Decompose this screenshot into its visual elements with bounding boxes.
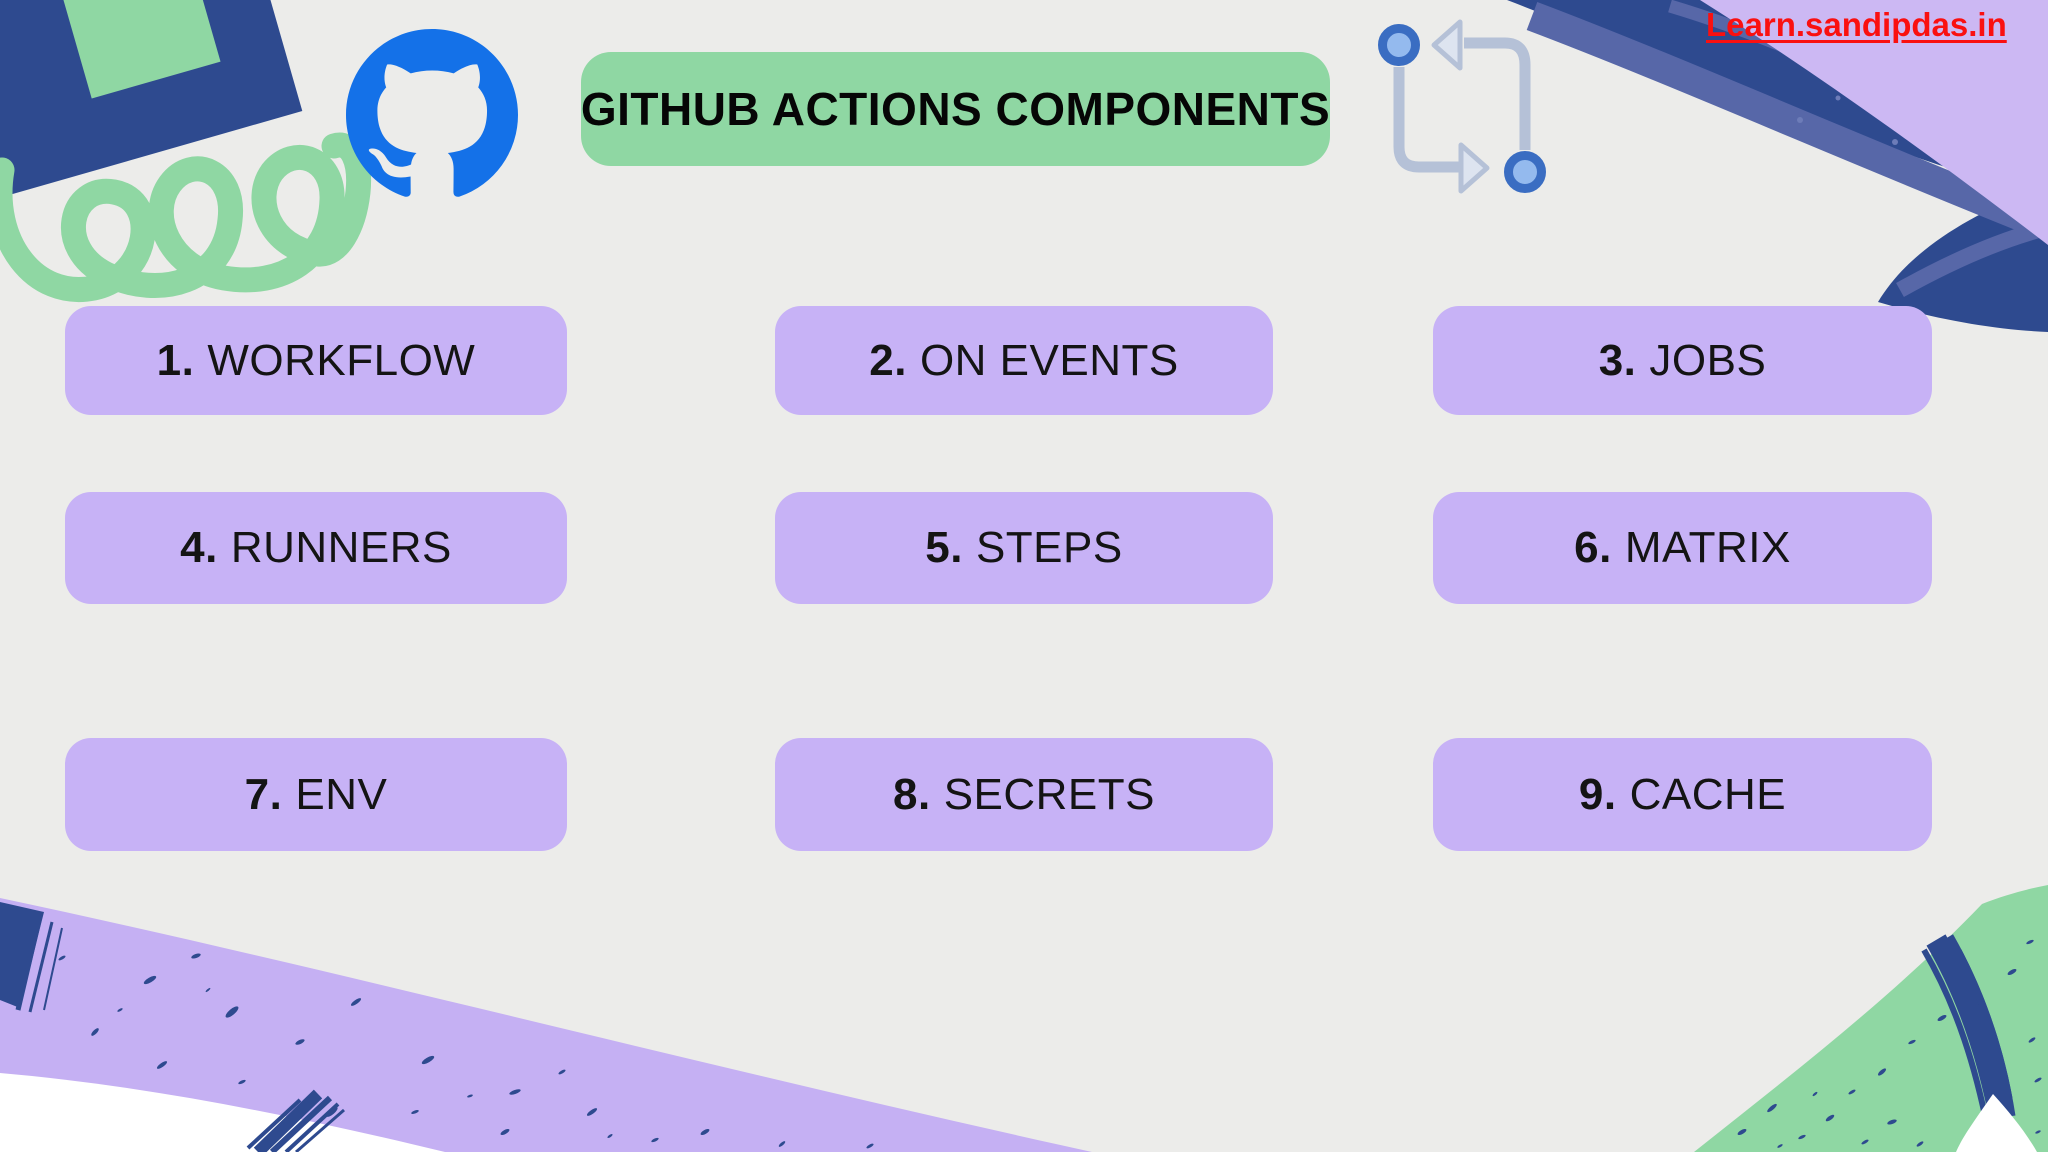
decor-bottom-right-shapes: [1694, 885, 2048, 1152]
pill-label: WORKFLOW: [207, 335, 476, 385]
decor-white-corner-left: [0, 1073, 445, 1152]
pill-label: JOBS: [1649, 335, 1767, 385]
pill-number: 5.: [925, 523, 963, 572]
decor-white-notch-right: [1956, 1094, 2037, 1152]
pill-matrix: 6.MATRIX: [1433, 492, 1932, 604]
pill-env: 7.ENV: [65, 738, 567, 851]
pill-label: ON EVENTS: [919, 335, 1179, 385]
pill-number: 3.: [1598, 335, 1637, 385]
arrow-right-icon: [1458, 142, 1490, 194]
decor-green-spiral: [0, 132, 372, 302]
decor-green-square-back: [0, 0, 58, 94]
title-banner: GITHUB ACTIONS COMPONENTS: [581, 52, 1330, 166]
decor-blue-square: [0, 0, 303, 216]
pill-number: 6.: [1574, 523, 1612, 572]
pill-number: 2.: [869, 335, 907, 385]
pill-label: STEPS: [975, 523, 1123, 572]
decor-bottom-left-shapes: [0, 898, 1092, 1152]
pill-number: 9.: [1578, 769, 1617, 819]
pill-steps: 5.STEPS: [775, 492, 1273, 604]
pill-secrets: 8.SECRETS: [775, 738, 1273, 851]
pill-label: RUNNERS: [230, 523, 452, 572]
pill-cache: 9.CACHE: [1433, 738, 1932, 851]
decor-speckles-left: [58, 953, 874, 1149]
workflow-node-bottom: [1504, 151, 1546, 193]
pill-workflow: 1.WORKFLOW: [65, 306, 567, 415]
pill-on-events: 2.ON EVENTS: [775, 306, 1273, 415]
decor-blue-brush-bottom: [246, 1089, 345, 1152]
decor-green-square-front: [0, 0, 221, 99]
github-logo-icon: [346, 29, 518, 197]
pill-label: SECRETS: [943, 769, 1156, 819]
decor-blue-brush-right: [1921, 934, 2016, 1131]
arrow-left-icon: [1431, 19, 1463, 71]
pill-jobs: 3.JOBS: [1433, 306, 1932, 415]
pill-label: ENV: [295, 769, 388, 819]
workflow-diagram-icon: [1378, 19, 1546, 194]
pill-number: 8.: [892, 769, 931, 819]
pill-runners: 4.RUNNERS: [65, 492, 567, 604]
workflow-node-top: [1378, 24, 1420, 66]
pill-label: MATRIX: [1624, 523, 1791, 572]
learn-link[interactable]: Learn.sandipdas.in: [1706, 6, 2007, 43]
page-title: GITHUB ACTIONS COMPONENTS: [580, 83, 1331, 135]
pill-number: 1.: [156, 335, 195, 385]
pill-label: CACHE: [1629, 769, 1787, 819]
decor-blue-brush-left: [0, 902, 63, 1013]
pill-number: 7.: [244, 769, 283, 819]
decor-speckles-right: [1737, 939, 2042, 1148]
pill-number: 4.: [180, 523, 218, 572]
